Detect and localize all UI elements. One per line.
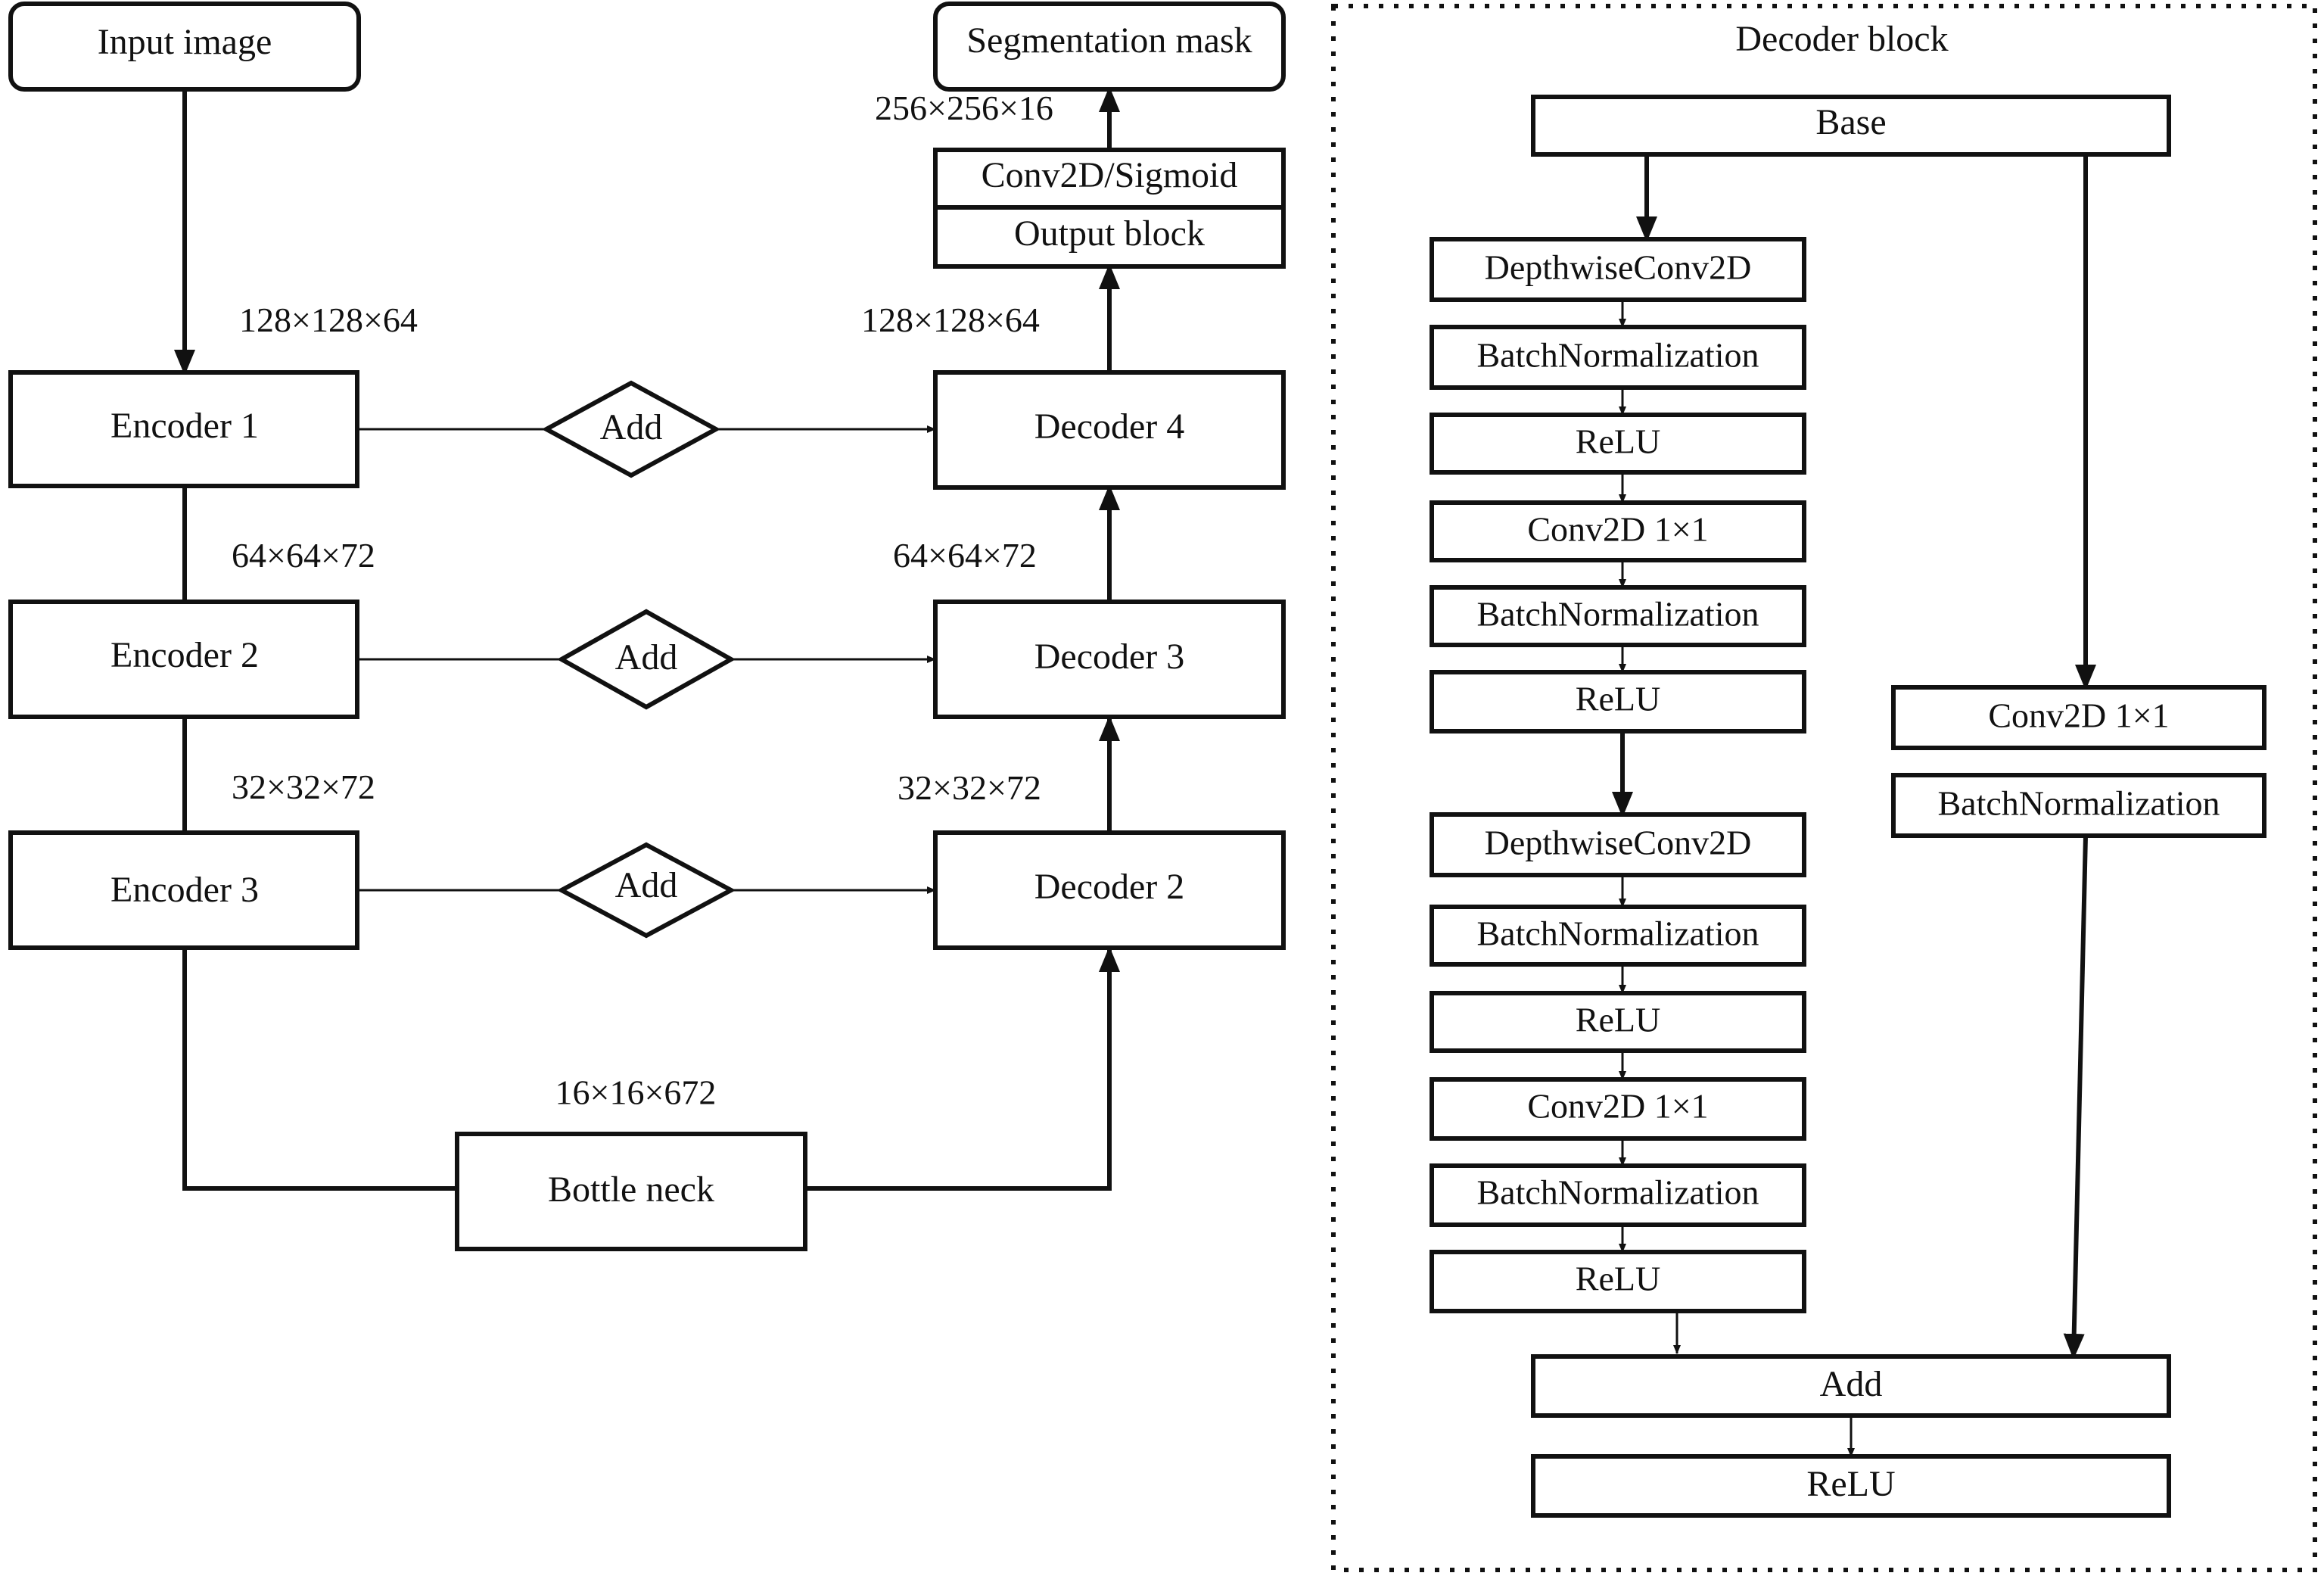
bottleneck-to-decoder2-arrow [805, 946, 1120, 1191]
shape-label-enc1: 128×128×64 [239, 301, 418, 339]
encoder3-to-bottleneck-line [182, 948, 457, 1191]
main-layer-8-label: BatchNormalization [1477, 914, 1759, 953]
bottleneck-box [455, 1132, 807, 1251]
input-image-label: Input image [98, 22, 272, 62]
main-layer-2-box [1430, 325, 1806, 390]
add-diamond-2-label: Add [615, 637, 678, 677]
main-layer-6-label: ReLU [1576, 680, 1660, 718]
output-block-label: Output block [1014, 213, 1205, 254]
base-label: Base [1815, 102, 1886, 142]
main-layer-10-box [1430, 1077, 1806, 1141]
shape-label-output: 256×256×16 [875, 89, 1053, 127]
encoder-1-label: Encoder 1 [110, 406, 259, 446]
shape-label-dec3: 64×64×72 [893, 536, 1037, 575]
encoder-2-label: Encoder 2 [110, 635, 259, 675]
conv-sigmoid-label: Conv2D/Sigmoid [982, 155, 1238, 195]
main-layer-1-label: DepthwiseConv2D [1485, 248, 1752, 287]
add-diamond-1-label: Add [600, 407, 663, 447]
segmentation-mask-label: Segmentation mask [966, 20, 1252, 61]
main-layer-4-label: Conv2D 1×1 [1527, 510, 1708, 549]
main-layer-12-label: ReLU [1576, 1260, 1660, 1298]
main-layer-7-box [1430, 812, 1806, 877]
block-relu-box [1531, 1454, 2171, 1518]
shape-label-bottleneck: 16×16×672 [555, 1073, 717, 1112]
add-diamond-3-label: Add [615, 865, 678, 905]
main-layer-5-label: BatchNormalization [1477, 595, 1759, 634]
skip-layer-2-box [1891, 773, 2266, 838]
main-layer-12-box [1430, 1250, 1806, 1313]
skip-to-add-arrow [2063, 835, 2088, 1360]
main-layer-11-label: BatchNormalization [1477, 1173, 1759, 1212]
decoder-2-label: Decoder 2 [1034, 867, 1185, 907]
main-layer-8-box [1430, 905, 1806, 967]
main-layer-3-box [1430, 413, 1806, 475]
shape-label-enc3: 32×32×72 [232, 768, 375, 806]
main-layer-9-box [1430, 991, 1806, 1053]
conv-sigmoid-box [933, 148, 1286, 210]
base-box [1531, 95, 2171, 157]
shape-label-enc2: 64×64×72 [232, 536, 375, 575]
main-layer-1-box [1430, 237, 1806, 302]
main-layer-7-label: DepthwiseConv2D [1485, 824, 1752, 862]
segmentation-mask-box [933, 2, 1286, 92]
block-add-box [1531, 1354, 2171, 1418]
main-layer-10-label: Conv2D 1×1 [1527, 1087, 1708, 1126]
main-layer-2-label: BatchNormalization [1477, 336, 1759, 375]
main-layer-4-box [1430, 500, 1806, 562]
skip-layer-1-box [1891, 685, 2266, 750]
shape-label-dec2: 32×32×72 [898, 768, 1041, 807]
bottleneck-label: Bottle neck [548, 1170, 714, 1210]
main-network: Input image 128×128×64 Encoder 1 64×64×7… [8, 2, 1286, 1251]
decoder-2-box [933, 830, 1286, 950]
main-layer-9-label: ReLU [1576, 1001, 1660, 1039]
shape-label-dec4: 128×128×64 [861, 301, 1040, 339]
output-block-box [933, 205, 1286, 269]
decoder-4-label: Decoder 4 [1034, 406, 1185, 447]
main-layer-11-box [1430, 1163, 1806, 1227]
decoder-3-label: Decoder 3 [1034, 637, 1185, 677]
main-layer-6-box [1430, 670, 1806, 733]
encoder-3-label: Encoder 3 [110, 870, 259, 910]
decoder-3-box [933, 600, 1286, 719]
block-add-label: Add [1820, 1364, 1883, 1404]
block-relu-label: ReLU [1806, 1464, 1895, 1504]
main-layer-3-label: ReLU [1576, 422, 1660, 461]
skip-layer-1-label: Conv2D 1×1 [1988, 696, 2169, 735]
main-layer-5-box [1430, 585, 1806, 647]
decoder-block-title: Decoder block [1735, 19, 1948, 59]
decoder-block-panel: Decoder block Base DepthwiseConv2D Batch… [1331, 4, 2317, 1572]
encoder-1-box [8, 370, 359, 488]
skip-layer-2-label: BatchNormalization [1938, 784, 2220, 823]
